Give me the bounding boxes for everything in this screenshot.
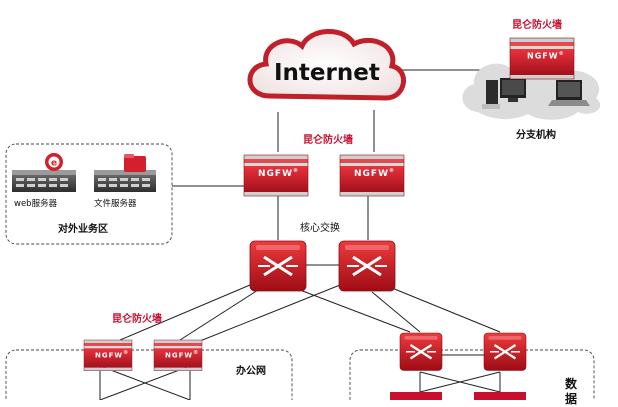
core-switch-label: 核心交换 <box>300 223 340 234</box>
internet-label: Internet <box>274 60 380 86</box>
link-swl-dc <box>299 289 411 333</box>
branch-firewall-label: 昆仑防火墙 <box>512 20 562 31</box>
internet-cloud <box>247 29 406 101</box>
datacenter-caption-2: 据 <box>565 392 578 406</box>
link-swr-office <box>189 284 341 346</box>
link-swl-office2 <box>179 289 259 341</box>
dmz-zone-box <box>5 143 173 245</box>
office-firewall-right-text: NGFW® <box>165 350 200 360</box>
branch-caption: 分支机构 <box>516 130 556 141</box>
svg-text:e: e <box>51 159 57 169</box>
datacenter-zone-box <box>349 349 595 400</box>
dmz-caption: 对外业务区 <box>58 224 108 235</box>
core-switch-left <box>248 239 308 293</box>
dc-server-left <box>390 392 442 400</box>
office-zone-box <box>5 349 293 400</box>
office-caption: 办公网 <box>236 366 266 377</box>
desktop-pc-icon <box>482 78 526 109</box>
dc-server-right <box>474 392 526 400</box>
link-swr-dc1 <box>371 291 421 333</box>
laptop-icon <box>548 80 590 106</box>
link-swl-office <box>119 284 251 341</box>
core-firewall-label: 昆仑防火墙 <box>303 135 353 146</box>
file-server-icon <box>94 154 156 192</box>
office-firewall-label: 昆仑防火墙 <box>112 314 162 325</box>
branch-firewall-text: NGFW® <box>527 51 565 61</box>
dc-switch-right <box>482 331 528 372</box>
office-firewall-left-text: NGFW® <box>95 350 130 360</box>
core-switch-right <box>337 239 397 293</box>
link-swr-dc2 <box>391 287 501 333</box>
file-server-label: 文件服务器 <box>94 199 137 209</box>
datacenter-caption-1: 数 <box>565 377 578 391</box>
web-server-label: web服务器 <box>14 199 58 209</box>
core-firewall-right-text: NGFW® <box>354 168 395 179</box>
core-firewall-left-text: NGFW® <box>258 168 299 179</box>
web-server-icon: e <box>12 153 76 192</box>
dc-switch-left <box>398 331 444 372</box>
